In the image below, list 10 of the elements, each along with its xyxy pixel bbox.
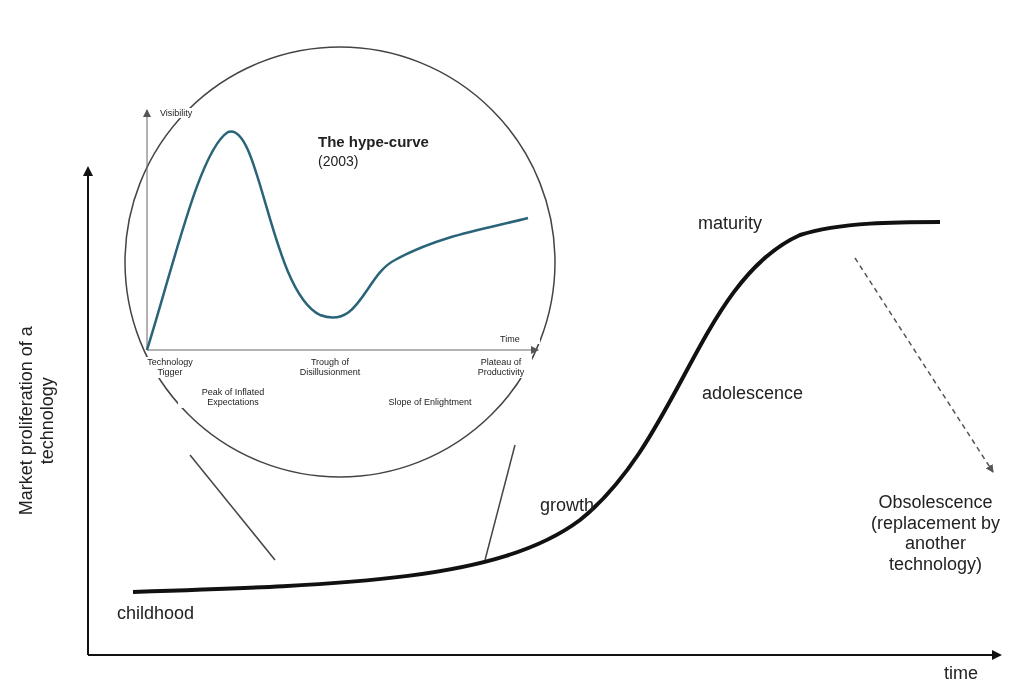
stage-label: maturity [698, 213, 763, 234]
axis-title: time [944, 663, 979, 684]
stage-label: childhood [117, 603, 196, 624]
stage-label: growth [540, 495, 596, 516]
inset-title: The hype-curve [318, 133, 430, 151]
axis-title: Time [500, 334, 540, 345]
axis-title: Market proliferation of a technology [16, 325, 58, 516]
stage-label: Obsolescence (replacement by another technology) [869, 492, 1002, 575]
stage-label: adolescence [702, 383, 805, 404]
inset-subtitle: (2003) [318, 153, 360, 170]
